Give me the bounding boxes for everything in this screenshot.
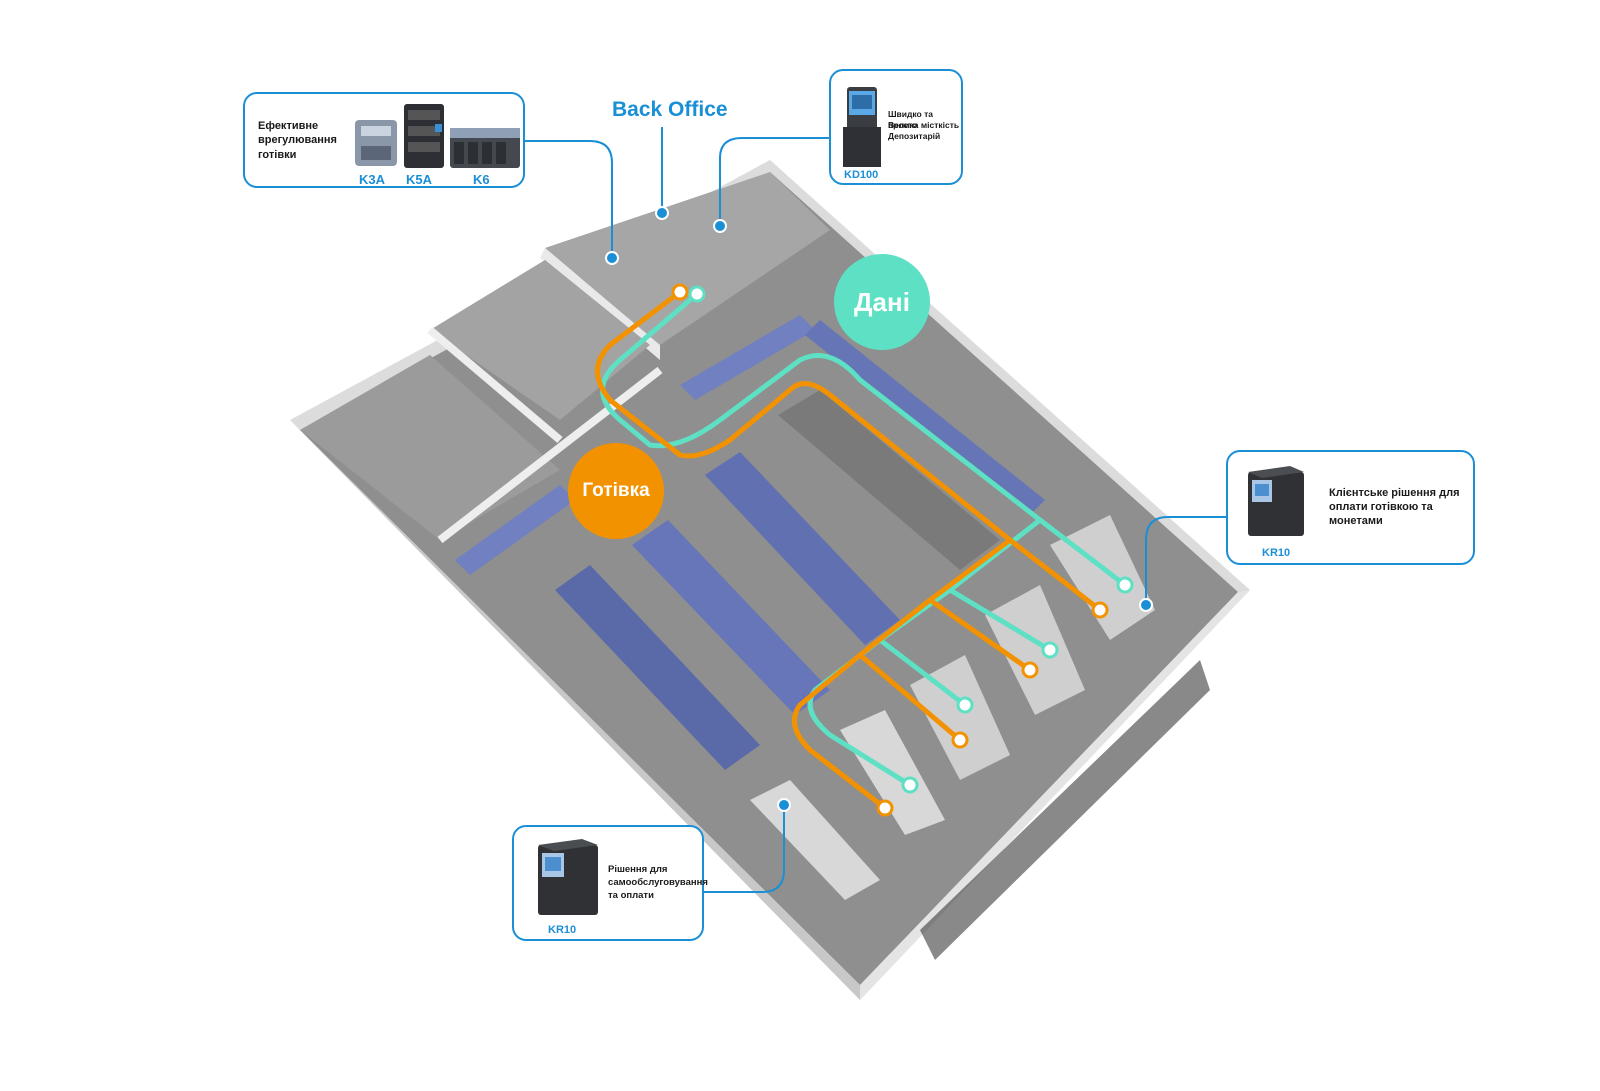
back-office-title: Back Office — [612, 98, 728, 121]
kr10-self-label: KR10 — [548, 924, 577, 936]
kr10-client-machine-icon — [1248, 466, 1304, 536]
kd100-label: KD100 — [844, 169, 879, 181]
callout-cash-management-text: Ефективне врегулювання готівки — [258, 120, 337, 161]
kd100-desc-line-3: Депозитарій — [888, 131, 941, 141]
store-building — [290, 160, 1250, 1000]
data-flow-bubble: Дані — [834, 254, 930, 350]
store-shelves — [455, 315, 1045, 770]
kr10-client-desc-line-2: оплати готівкою та — [1329, 501, 1433, 513]
k5a-machine-icon — [404, 104, 444, 168]
kr10-self-desc-line-2: самообслуговування — [608, 877, 708, 888]
kd100-desc-line-1: Швидко та просто — [888, 109, 933, 131]
callout-kr10-self: Рішення для самообслуговування та оплати… — [512, 825, 708, 941]
kr10-self-desc-line-3: та оплати — [608, 890, 654, 901]
k3a-label: K3A — [359, 172, 386, 187]
blue-pins — [605, 206, 1153, 812]
kr10-client-label: KR10 — [1262, 547, 1291, 559]
kr10-self-machine-icon — [538, 839, 598, 915]
callout-kd100: Швидко та просто Велика місткість Депози… — [829, 69, 963, 185]
k3a-machine-icon — [355, 120, 397, 166]
connection-nodes — [671, 283, 1134, 817]
kr10-self-desc-line-1: Рішення для — [608, 864, 668, 875]
kr10-client-desc-line-1: Клієнтське рішення для — [1329, 487, 1460, 499]
k6-machine-icon — [450, 128, 520, 168]
callout-kr10-client: Клієнтське рішення для оплати готівкою т… — [1226, 450, 1475, 565]
kd100-machine-icon — [843, 87, 881, 167]
kd100-desc-line-2: Велика місткість — [888, 120, 960, 130]
k5a-label: K5A — [406, 172, 433, 187]
kr10-client-desc-line-3: монетами — [1329, 515, 1383, 527]
cash-flow-lines — [595, 289, 1103, 811]
k6-label: K6 — [473, 172, 490, 187]
cash-flow-bubble: Готівка — [568, 443, 664, 539]
callout-leader-lines — [524, 127, 1227, 893]
callout-cash-management: Ефективне врегулювання готівки K3A K5A K… — [243, 92, 525, 188]
